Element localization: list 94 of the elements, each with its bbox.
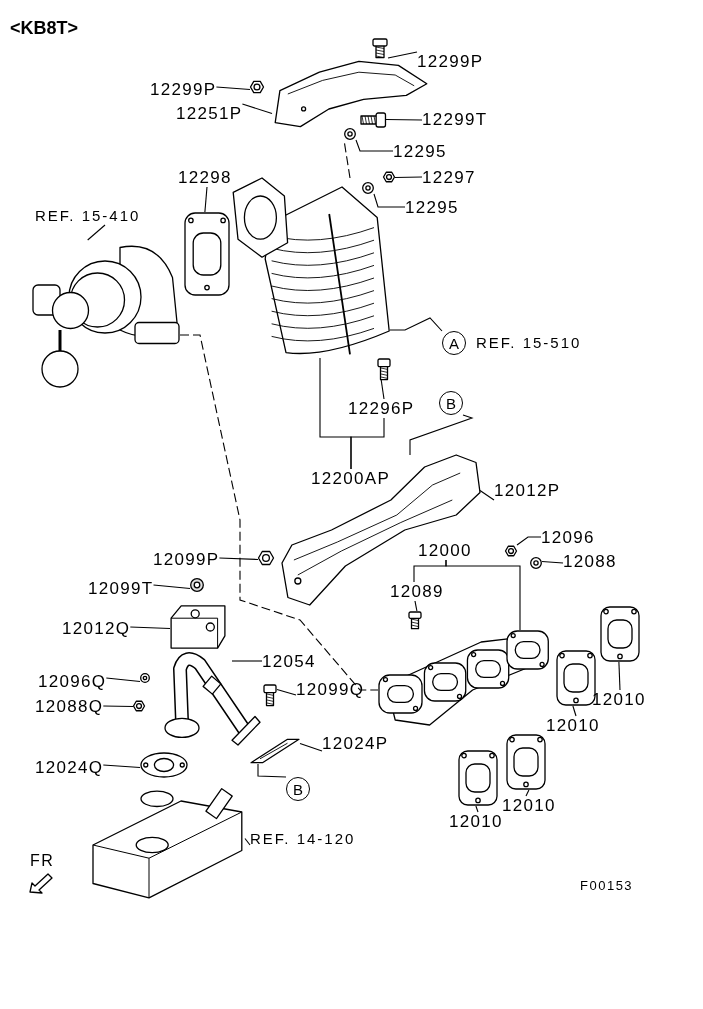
leader-line (618, 661, 621, 691)
leader-line (257, 763, 287, 778)
leader-line (152, 584, 191, 590)
nut-drawing (505, 545, 517, 557)
reference-label: REF. 15-410 (35, 206, 141, 225)
part-number: 12010 (502, 796, 556, 815)
part-number: 12099P (153, 550, 220, 569)
leader-line (525, 789, 530, 797)
leader-line (350, 417, 385, 470)
bolt-drawing (263, 684, 277, 706)
part-number: 12251P (176, 104, 243, 123)
gasket-drawing (600, 606, 640, 662)
leader-line (445, 559, 521, 631)
part-number: 12012Q (62, 619, 131, 638)
leader-line (299, 742, 323, 752)
leader-line (102, 705, 134, 708)
part-number: 12024Q (35, 758, 104, 777)
leader-line (105, 677, 141, 683)
diagram-title: <KB8T> (10, 18, 79, 39)
part-number: 12295 (405, 198, 459, 217)
leader-line (541, 560, 564, 564)
leader-line (373, 193, 406, 208)
reference-circle: A (442, 331, 466, 355)
part-number: 12088Q (35, 697, 104, 716)
reference-label: REF. 15-510 (476, 334, 582, 351)
part-number: 12012P (494, 481, 561, 500)
leader-line (414, 600, 418, 612)
part-number: 12010 (449, 812, 503, 831)
part-number: 12088 (563, 552, 617, 571)
part-number: 12295 (393, 142, 447, 161)
alignment-line (179, 334, 379, 691)
leader-line (394, 176, 423, 179)
leader-line (475, 805, 479, 813)
nut-drawing (133, 700, 145, 712)
part-number: 12099T (88, 579, 154, 598)
leader-line (387, 51, 418, 59)
leader-line (204, 186, 208, 213)
washer-drawing (530, 557, 542, 569)
part-number: 12096Q (38, 672, 107, 691)
part-number: 12297 (422, 168, 476, 187)
reference-label: REF. 14-120 (250, 829, 356, 848)
part-number: 12000 (418, 541, 472, 560)
part-number: 12054 (262, 652, 316, 671)
part-number: 12299T (422, 110, 488, 129)
washer-drawing (140, 673, 150, 683)
reference-circle: B (286, 777, 310, 801)
nut-drawing (250, 80, 264, 94)
gasket-drawing (184, 212, 230, 296)
leader-line (129, 626, 171, 630)
leader-line (218, 557, 259, 561)
bolt-drawing (408, 611, 422, 629)
leader-line (479, 489, 495, 501)
part-number: 12010 (546, 716, 600, 735)
part-number: 12089 (390, 582, 444, 601)
leader-line (102, 764, 141, 769)
reference-circle: B (439, 391, 463, 415)
gasket-drawing (250, 738, 300, 764)
nut-drawing (383, 171, 395, 183)
leader-line (276, 688, 297, 696)
leader-line (516, 536, 542, 546)
washer-drawing (362, 182, 374, 194)
nut-drawing (258, 550, 274, 566)
part-number: 12099Q (296, 680, 365, 699)
part-number: 12200AP (311, 469, 391, 488)
bolt-drawing (377, 358, 391, 380)
leader-line (385, 118, 423, 121)
part-number: 12296P (348, 399, 415, 418)
part-number: 12298 (178, 168, 232, 187)
part-number: 12010 (592, 690, 646, 709)
gasket-drawing (458, 750, 498, 806)
part-number: 12299P (150, 80, 217, 99)
direction-label: FR (30, 852, 55, 870)
drawing-number: F00153 (580, 878, 634, 893)
gasket-drawing (506, 734, 546, 790)
gasket-drawing (140, 752, 188, 778)
bolt-drawing (372, 38, 388, 58)
cap-drawing (190, 578, 204, 592)
leader-line (380, 379, 385, 400)
leader-line (215, 86, 251, 91)
bolt-drawing (360, 112, 386, 128)
leader-line (389, 317, 443, 332)
part-number: 12096 (541, 528, 595, 547)
block-drawing (170, 605, 226, 649)
heat-shield-drawing (282, 455, 480, 605)
leader-line (241, 103, 273, 115)
leader-line (244, 837, 251, 846)
part-number: 12024P (322, 734, 389, 753)
leader-line (355, 139, 394, 152)
leader-line (572, 705, 577, 717)
part-number: 12299P (417, 52, 484, 71)
washer-drawing (344, 128, 356, 140)
leader-line (231, 660, 263, 662)
leader-line (409, 414, 474, 456)
leader-line (87, 224, 106, 241)
